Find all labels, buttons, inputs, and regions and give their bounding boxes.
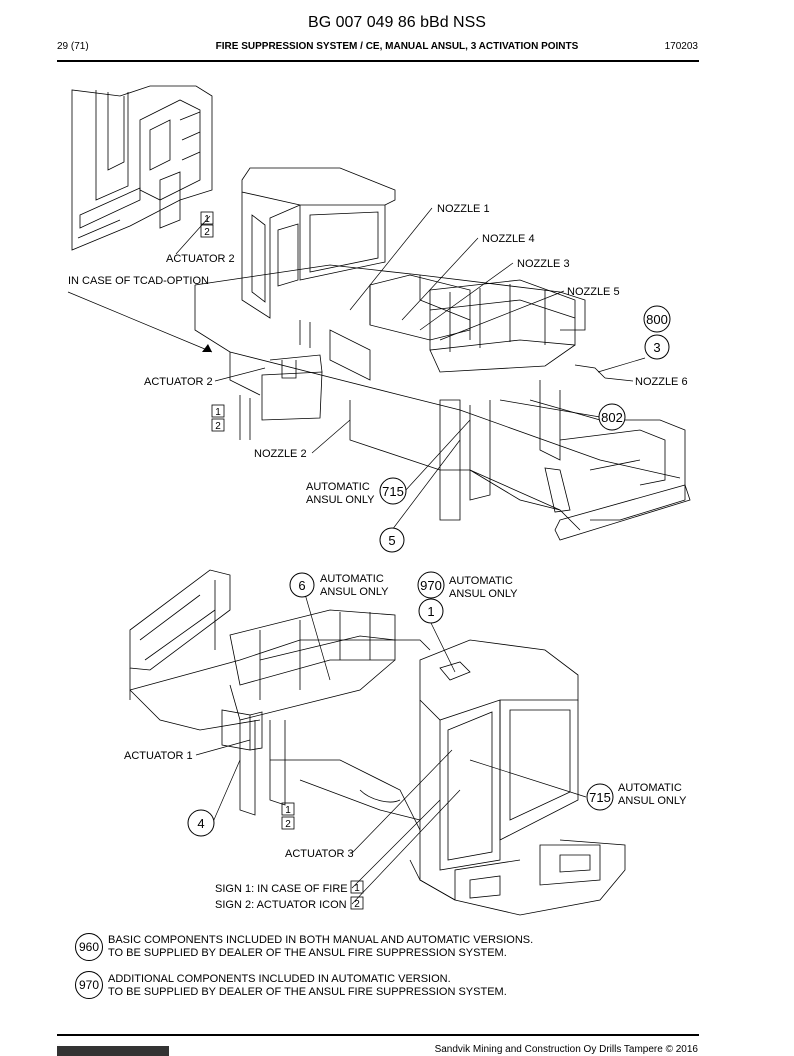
note-960-line1: BASIC COMPONENTS INCLUDED IN BOTH MANUAL… — [108, 934, 534, 946]
svg-text:2: 2 — [204, 227, 210, 238]
leader-lines — [67, 207, 646, 905]
note-960: BASIC COMPONENTS INCLUDED IN BOTH MANUAL… — [108, 934, 533, 960]
label-ansul-only: ANSUL ONLY — [306, 494, 375, 506]
callout-5 — [379, 527, 405, 553]
machine-bottom-view — [129, 569, 626, 916]
note-badge-960: 960 — [75, 933, 103, 961]
page-number: 29 (71) — [57, 41, 89, 52]
callout-3 — [644, 334, 670, 360]
sign-box-actuator-2: 1 2 — [211, 404, 225, 432]
section-title: FIRE SUPPRESSION SYSTEM / CE, MANUAL ANS… — [215, 41, 579, 52]
svg-text:2: 2 — [285, 819, 291, 830]
callout-800 — [643, 305, 671, 333]
svg-text:1: 1 — [285, 805, 291, 816]
callout-6-text: 6 — [298, 578, 305, 593]
label-sign-1: SIGN 1: IN CASE OF FIRE — [215, 883, 348, 895]
label-actuator-3: ACTUATOR 3 — [285, 848, 354, 860]
footer-rule — [57, 1034, 699, 1036]
label-actuator-1: ACTUATOR 1 — [124, 750, 193, 762]
label-automatic: AUTOMATIC — [306, 481, 370, 493]
note-970-line1: ADDITIONAL COMPONENTS INCLUDED IN AUTOMA… — [108, 973, 451, 985]
label-nozzle-2: NOZZLE 2 — [254, 448, 307, 460]
sign-box-actuator-1: 1 2 — [281, 802, 295, 830]
callout-1-text: 1 — [427, 604, 434, 619]
svg-text:2: 2 — [354, 899, 360, 910]
label-automatic-a: AUTOMATIC — [320, 573, 384, 585]
callout-5-text: 5 — [388, 533, 395, 548]
note-970-line2: TO BE SUPPLIED BY DEALER OF THE ANSUL FI… — [108, 986, 507, 998]
footer-copyright: Sandvik Mining and Construction Oy Drill… — [434, 1044, 698, 1055]
callout-4 — [187, 809, 215, 837]
label-tcad-option: IN CASE OF TCAD-OPTION — [68, 275, 209, 287]
arrow-icon — [202, 344, 212, 352]
svg-text:1: 1 — [215, 407, 221, 418]
label-actuator-2: ACTUATOR 2 — [144, 376, 213, 388]
label-automatic-c: AUTOMATIC — [618, 782, 682, 794]
sign-box-legend: 1 2 — [350, 880, 364, 910]
callout-4-text: 4 — [197, 816, 204, 831]
callout-715-bottom — [586, 783, 614, 811]
note-960-line2: TO BE SUPPLIED BY DEALER OF THE ANSUL FI… — [108, 947, 507, 959]
document-number: BG 007 049 86 bBd NSS — [308, 14, 486, 31]
callout-802-text: 802 — [601, 410, 623, 425]
label-ansul-only-c: ANSUL ONLY — [618, 795, 687, 807]
callout-3-text: 3 — [653, 340, 660, 355]
technical-drawing: NOZZLE 1 NOZZLE 4 NOZZLE 3 NOZZLE 5 NOZZ… — [67, 85, 691, 916]
label-actuator-2-inset: ACTUATOR 2 — [166, 253, 235, 265]
callout-715-text: 715 — [382, 484, 404, 499]
label-automatic-b: AUTOMATIC — [449, 575, 513, 587]
label-nozzle-4: NOZZLE 4 — [482, 233, 535, 245]
label-ansul-only-b: ANSUL ONLY — [449, 588, 518, 600]
label-nozzle-3: NOZZLE 3 — [517, 258, 570, 270]
svg-text:2: 2 — [215, 421, 221, 432]
label-nozzle-1: NOZZLE 1 — [437, 203, 490, 215]
callout-1 — [418, 598, 444, 624]
label-nozzle-5: NOZZLE 5 — [567, 286, 620, 298]
sign-box-inset: 1 2 — [200, 211, 214, 238]
callout-802 — [598, 403, 626, 431]
inset-cab-detail — [71, 85, 213, 251]
callout-970-text: 970 — [420, 578, 442, 593]
svg-text:1: 1 — [204, 214, 210, 225]
note-badge-970: 970 — [75, 971, 103, 999]
callout-970 — [417, 571, 445, 599]
callout-6 — [289, 572, 315, 598]
svg-text:1: 1 — [354, 883, 360, 894]
callout-715-bottom-text: 715 — [589, 790, 611, 805]
note-970: ADDITIONAL COMPONENTS INCLUDED IN AUTOMA… — [108, 973, 507, 999]
label-sign-2: SIGN 2: ACTUATOR ICON — [215, 899, 347, 911]
header-rule — [57, 60, 699, 62]
machine-top-view — [194, 167, 691, 541]
date-code: 170203 — [664, 41, 698, 52]
sandvik-logo — [57, 1046, 169, 1056]
callout-715-top — [379, 477, 407, 505]
label-ansul-only-a: ANSUL ONLY — [320, 586, 389, 598]
label-nozzle-6: NOZZLE 6 — [635, 376, 688, 388]
callout-800-text: 800 — [646, 312, 668, 327]
